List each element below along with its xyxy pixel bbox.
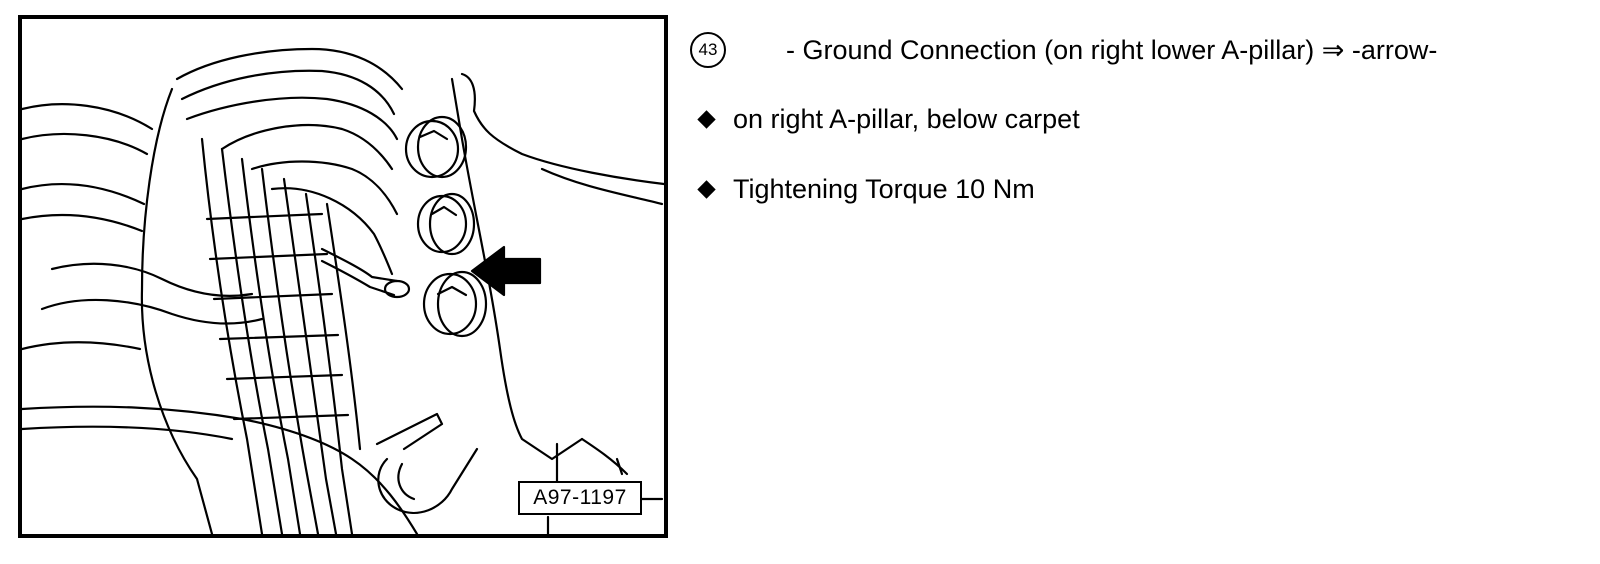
trim-panel-edge bbox=[450, 77, 584, 461]
bolt-ground bbox=[422, 270, 488, 338]
a-pillar-edge bbox=[460, 72, 664, 186]
illustration-ground-connection: A97-1197 bbox=[18, 15, 668, 538]
arrow-left-icon bbox=[470, 245, 542, 297]
figure-code-label: A97-1197 bbox=[518, 481, 642, 515]
diamond-bullet-icon bbox=[697, 180, 716, 199]
callout-item: 43 - Ground Connection (on right lower A… bbox=[690, 30, 1437, 70]
note-bullet: on right A-pillar, below carpet bbox=[697, 104, 1080, 135]
callout-description: - Ground Connection (on right lower A-pi… bbox=[786, 34, 1438, 65]
harness-outer-left bbox=[140, 87, 214, 534]
description-panel: 43 - Ground Connection (on right lower A… bbox=[690, 0, 1590, 564]
line-drawing bbox=[22, 47, 664, 534]
diamond-bullet-icon bbox=[697, 110, 716, 129]
note-bullet: Tightening Torque 10 Nm bbox=[697, 174, 1035, 205]
note-text: on right A-pillar, below carpet bbox=[733, 104, 1080, 134]
bolt-upper bbox=[404, 115, 468, 179]
bolt-middle bbox=[416, 192, 476, 256]
note-text: Tightening Torque 10 Nm bbox=[733, 174, 1035, 204]
callout-number: 43 bbox=[690, 32, 726, 68]
